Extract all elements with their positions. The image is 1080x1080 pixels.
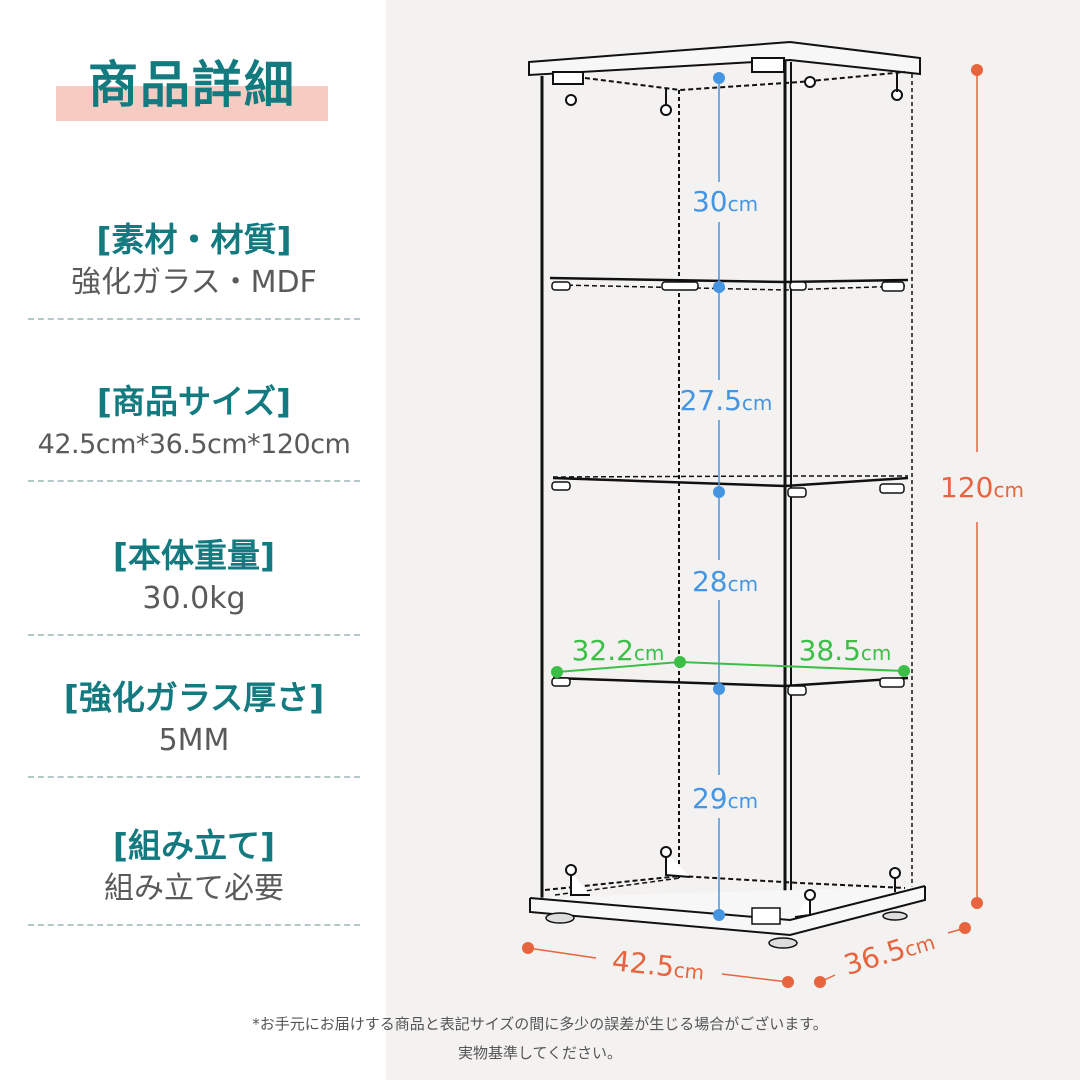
spec-value: 42.5cm*36.5cm*120cm bbox=[37, 429, 351, 460]
gap-label-2: 27.5cm bbox=[680, 384, 773, 417]
spec-size: [商品サイズ] 42.5cm*36.5cm*120cm bbox=[28, 380, 360, 482]
shelf-gap-measure bbox=[713, 72, 725, 921]
title-highlight-bar bbox=[56, 86, 328, 121]
gap-label-4: 29cm bbox=[692, 782, 758, 815]
page-title: 商品詳細 bbox=[56, 52, 328, 122]
gap-label-3: 28cm bbox=[692, 565, 758, 598]
spec-material: [素材・材質] 強化ガラス・MDF bbox=[28, 218, 360, 320]
spec-label: [素材・材質] bbox=[96, 220, 292, 259]
spec-assembly: [組み立て] 組み立て必要 bbox=[28, 824, 360, 926]
shelf-depth-label: 32.2cm bbox=[572, 634, 665, 667]
divider bbox=[28, 318, 360, 320]
total-height-label: 120cm bbox=[940, 471, 1024, 504]
depth-label: 36.5cm bbox=[840, 923, 938, 982]
divider bbox=[28, 634, 360, 636]
spec-weight: [本体重量] 30.0kg bbox=[28, 534, 360, 636]
page-title-text: 商品詳細 bbox=[88, 56, 296, 114]
glass-cabinet-icon bbox=[528, 40, 926, 949]
disclaimer-line-1: *お手元にお届けする商品と表記サイズの間に多少の誤差が生じる場合がございます。 bbox=[252, 1015, 828, 1033]
specs-panel bbox=[0, 0, 386, 1080]
disclaimer-line-2: 実物基準してください。 bbox=[457, 1044, 623, 1062]
total-height-measure bbox=[971, 64, 983, 909]
spec-label: [組み立て] bbox=[112, 826, 276, 865]
gap-label-1: 30cm bbox=[692, 185, 758, 218]
spec-label: [本体重量] bbox=[112, 536, 276, 575]
divider bbox=[28, 776, 360, 778]
spec-label: [商品サイズ] bbox=[96, 382, 292, 421]
depth-measure bbox=[814, 922, 971, 988]
spec-value: 組み立て必要 bbox=[104, 871, 284, 906]
spec-value: 5MM bbox=[158, 723, 230, 758]
shelf-size-measure bbox=[551, 656, 910, 678]
width-measure bbox=[522, 942, 794, 988]
spec-glass-thickness: [強化ガラス厚さ] 5MM bbox=[28, 676, 360, 778]
spec-label: [強化ガラス厚さ] bbox=[63, 678, 325, 717]
divider bbox=[28, 924, 360, 926]
spec-value: 強化ガラス・MDF bbox=[71, 265, 317, 300]
divider bbox=[28, 480, 360, 482]
shelf-width-label: 38.5cm bbox=[799, 634, 892, 667]
width-label: 42.5cm bbox=[610, 944, 706, 987]
spec-value: 30.0kg bbox=[142, 581, 246, 616]
